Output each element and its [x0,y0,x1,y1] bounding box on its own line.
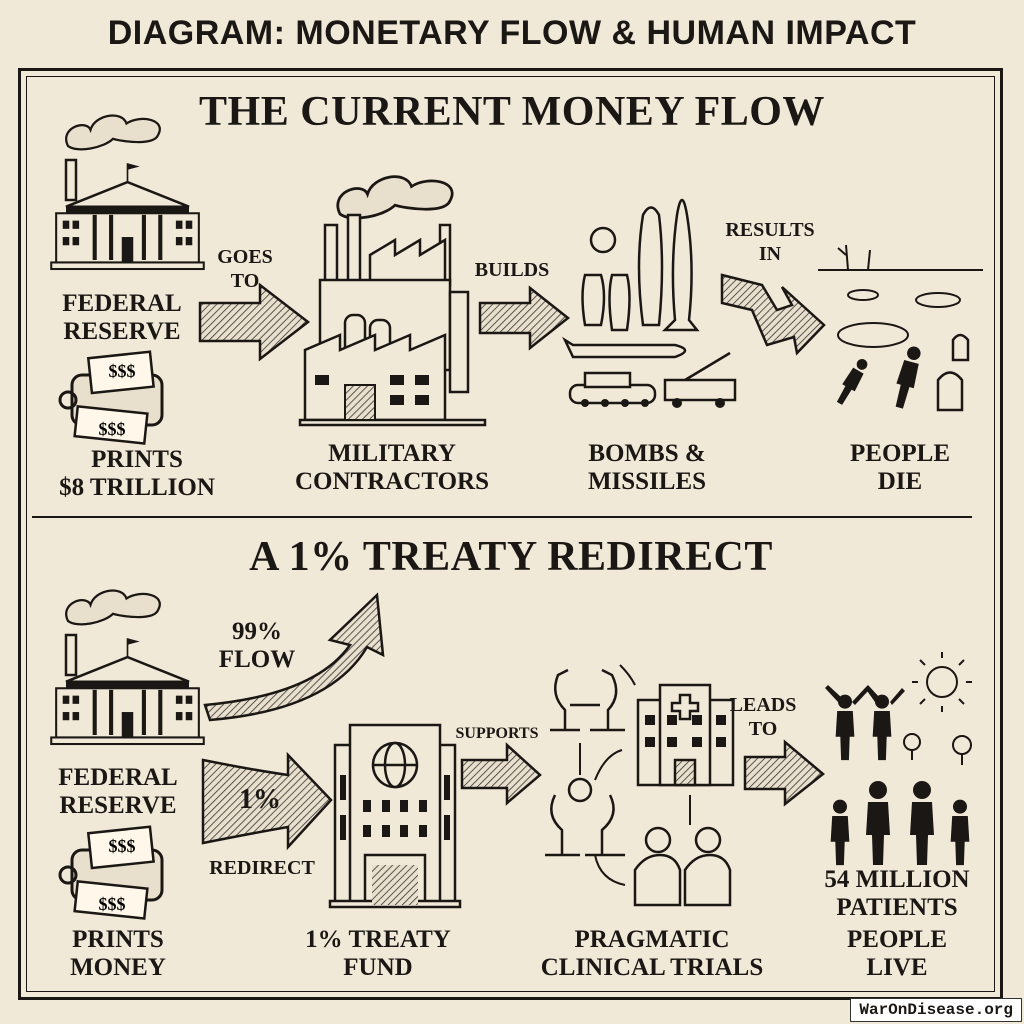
federal-reserve-building-icon [48,589,208,760]
battlefield-graves-icon [818,244,983,412]
supports-label: SUPPORTS [455,725,539,742]
prints-label: PRINTS$8 TRILLION [59,446,215,501]
money-symbol: $$$ [109,836,136,856]
one-percent-label: 1% [239,784,281,815]
arrow-leads-to-icon [743,739,825,807]
arrow-supports-icon [460,742,542,806]
outer-frame [18,68,1003,1000]
watermark: WarOnDisease.org [850,998,1022,1022]
section-heading-redirect: A 1% TREATY REDIRECT [249,534,773,580]
money-symbol: $$$ [109,361,136,381]
arrow-builds-icon [478,285,571,351]
redirect-label: REDIRECT [209,857,315,879]
money-symbol: $$$ [99,419,126,439]
money-printer-icon: $$$ $$$ [58,350,164,445]
diagram-title: DIAGRAM: MONETARY FLOW & HUMAN IMPACT [107,14,917,52]
money-printer-icon: $$$ $$$ [58,825,164,920]
builds-label: BUILDS [474,259,550,281]
flow-99-label: 99%FLOW [218,618,296,673]
arrow-goes-to-icon [198,282,311,362]
treaty-fund-building-icon [328,723,462,909]
factory-icon [298,175,487,427]
bombs-missiles-tanks-icon [562,198,737,408]
arrow-1-percent-icon [201,751,333,851]
happy-family-sun-icon [825,652,972,866]
arrow-99-flow-icon [203,592,385,722]
federal-reserve-building-icon [48,114,208,285]
inner-frame [26,76,995,992]
section-divider [32,516,972,518]
section-heading-current: THE CURRENT MONEY FLOW [199,89,825,135]
arrow-results-in-icon [720,273,826,356]
bombs-missiles-label: BOMBS &MISSILES [587,440,707,495]
money-symbol: $$$ [99,894,126,914]
clinical-trials-icon [545,664,735,907]
